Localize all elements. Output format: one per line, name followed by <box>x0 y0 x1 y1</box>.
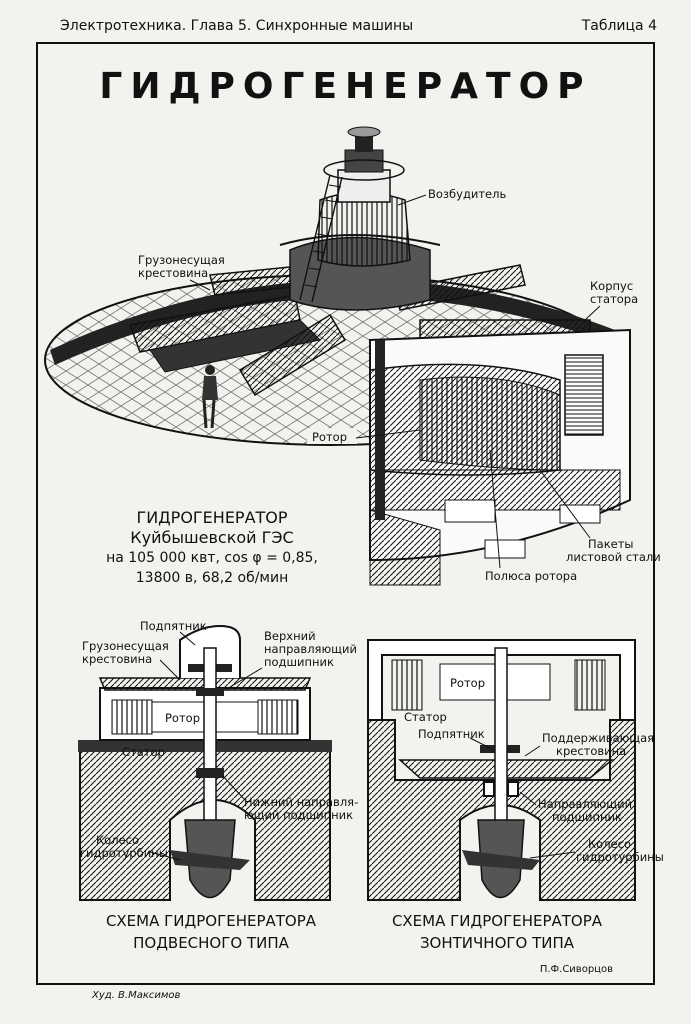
stator-rotor-cutaway <box>369 328 631 586</box>
page-frame <box>36 42 655 985</box>
load-spider-arms <box>128 264 591 397</box>
header-chapter: Электротехника. Глава 5. Синхронные маши… <box>60 18 414 34</box>
left-spider-1: Грузонесущая <box>82 639 169 653</box>
label-spider-1: Грузонесущая <box>138 253 225 267</box>
hydrogenerator-cutaway <box>44 126 631 586</box>
suspended-schema-caption: СХЕМА ГИДРОГЕНЕРАТОРА ПОДВЕСНОГО ТИПА <box>96 910 326 954</box>
main-labels: Возбудитель Грузонесущая крестовина Корп… <box>138 187 661 583</box>
caption-line-1: ГИДРОГЕНЕРАТОР <box>136 508 288 527</box>
left-thrust-bearing: Подпятник <box>140 619 207 633</box>
label-steel-packs-2: листовой стали <box>566 550 661 564</box>
worker-figure <box>202 365 218 429</box>
umbrella-caption-1: СХЕМА ГИДРОГЕНЕРАТОРА <box>391 912 603 930</box>
right-support-1: Поддерживающая <box>542 731 654 745</box>
generator-caption: ГИДРОГЕНЕРАТОР Куйбышевской ГЭС на 105 0… <box>92 508 332 588</box>
right-guide-1: Направляющий <box>538 797 632 811</box>
right-stator: Статор <box>404 710 447 724</box>
left-schematic-labels: Подпятник Грузонесущая крестовина Верхни… <box>80 619 358 861</box>
suspended-caption-2: ПОДВЕСНОГО ТИПА <box>133 934 289 952</box>
left-lower-guide-1: Нижний направля- <box>244 795 358 809</box>
caption-line-2: Куйбышевской ГЭС <box>130 528 294 547</box>
left-upper-guide-1: Верхний <box>264 629 316 643</box>
author-signature: П.Ф.Сиворцов <box>539 964 613 975</box>
label-rotor: Ротор <box>312 430 347 444</box>
page-title: ГИДРОГЕНЕРАТОР <box>99 66 592 107</box>
umbrella-type-schematic <box>367 639 636 901</box>
right-guide-2: подшипник <box>552 810 622 824</box>
umbrella-caption-2: ЗОНТИЧНОГО ТИПА <box>419 934 575 952</box>
right-thrust-bearing: Подпятник <box>418 727 485 741</box>
suspended-caption-1: СХЕМА ГИДРОГЕНЕРАТОРА <box>105 912 317 930</box>
left-upper-guide-2: направляющий <box>264 642 357 656</box>
label-stator-housing-2: статора <box>590 292 638 306</box>
left-upper-guide-3: подшипник <box>264 655 334 669</box>
header-table-number: Таблица 4 <box>581 18 657 34</box>
suspended-type-schematic <box>78 624 332 901</box>
label-rotor-poles: Полюса ротора <box>485 569 577 583</box>
caption-line-3: на 105 000 квт, cos φ = 0,85, <box>106 550 318 566</box>
left-wheel-2: гидротурбины <box>80 846 168 860</box>
left-rotor: Ротор <box>165 711 200 725</box>
artist-signature: Худ. В.Максимов <box>92 990 181 1001</box>
label-steel-packs-1: Пакеты <box>588 537 634 551</box>
label-stator-housing-1: Корпус <box>590 279 633 293</box>
label-spider-2: крестовина <box>138 266 208 280</box>
right-wheel-1: Колесо <box>588 837 631 851</box>
left-wheel-1: Колесо <box>96 833 139 847</box>
right-schematic-labels: Ротор Статор Подпятник Поддерживающая кр… <box>404 676 664 864</box>
left-lower-guide-2: ющий подшипник <box>244 808 353 822</box>
right-wheel-2: гидротурбины <box>576 850 664 864</box>
caption-line-4: 13800 в, 68,2 об/мин <box>135 570 289 586</box>
right-support-2: крестовина <box>556 744 626 758</box>
label-exciter: Возбудитель <box>428 187 506 201</box>
left-spider-2: крестовина <box>82 652 152 666</box>
left-stator: Статор <box>122 745 165 759</box>
umbrella-schema-caption: СХЕМА ГИДРОГЕНЕРАТОРА ЗОНТИЧНОГО ТИПА <box>382 910 612 954</box>
exciter-housing <box>279 126 441 311</box>
right-rotor: Ротор <box>450 676 485 690</box>
